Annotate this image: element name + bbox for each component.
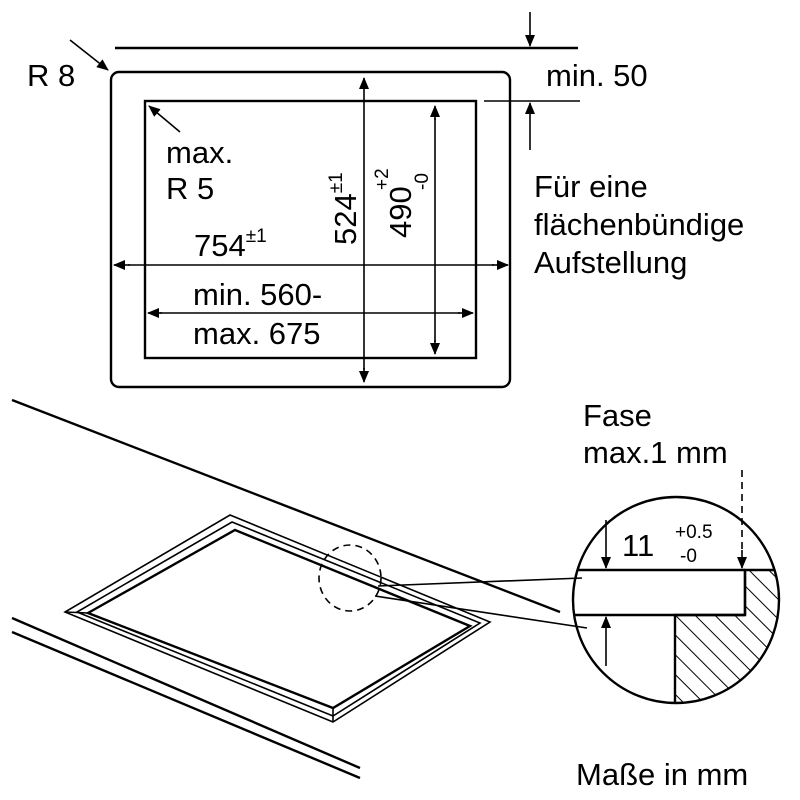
width-label: 754±1 bbox=[194, 226, 267, 263]
note-line2: flächenbündige bbox=[534, 207, 744, 242]
perspective-view bbox=[11, 398, 588, 780]
min-margin-label: min. 50 bbox=[546, 58, 648, 93]
top-view: R 8 max. R 5 524±1 490 +2 -0 754±1 min. … bbox=[27, 12, 744, 389]
outer-recess-outline bbox=[109, 70, 512, 389]
inner-radius-leader bbox=[148, 105, 181, 133]
worktop-front-edge-lower bbox=[11, 630, 361, 780]
section-detail: 11 +0.5 -0 Fase max.1 mm bbox=[571, 398, 781, 705]
chamfer-label-line2: max.1 mm bbox=[583, 435, 728, 470]
chamfer-label-line1: Fase bbox=[583, 398, 652, 433]
width-tolerance: ±1 bbox=[246, 226, 267, 247]
inner-depth-label: 490 bbox=[383, 186, 418, 238]
inner-depth-tol-plus: +2 bbox=[372, 168, 393, 190]
step-tol-plus: +0.5 bbox=[675, 522, 713, 543]
cutout-outline bbox=[143, 99, 478, 360]
inner-depth-tol-minus: -0 bbox=[412, 173, 433, 190]
step-tol-minus: -0 bbox=[680, 546, 697, 567]
inner-radius-label-line1: max. bbox=[166, 135, 233, 170]
width-value: 754 bbox=[194, 228, 246, 263]
depth-value: 524 bbox=[328, 193, 363, 245]
cutout-label-line2: max. 675 bbox=[193, 316, 321, 351]
note-line1: Für eine bbox=[534, 169, 648, 204]
inner-radius-label-line2: R 5 bbox=[166, 171, 214, 206]
recess-outer-outline bbox=[63, 514, 492, 723]
outer-radius-leader bbox=[69, 39, 109, 71]
detail-leader-top bbox=[377, 577, 583, 587]
note-line3: Aufstellung bbox=[534, 245, 687, 280]
outer-radius-label: R 8 bbox=[27, 58, 75, 93]
cooktop-glass-outline bbox=[85, 528, 473, 710]
recess-edge-left bbox=[64, 611, 89, 614]
detail-circle bbox=[571, 495, 781, 705]
worktop-front-edge-upper bbox=[11, 616, 361, 770]
depth-tolerance: ±1 bbox=[326, 172, 347, 193]
step-value: 11 bbox=[622, 528, 654, 563]
worktop-back-edge bbox=[11, 398, 561, 614]
detail-marker-circle bbox=[318, 544, 382, 612]
worktop-section-hatch bbox=[673, 568, 779, 703]
cutout-label-line1: min. 560- bbox=[193, 277, 322, 312]
depth-label: 524±1 bbox=[326, 172, 363, 245]
detail-leader-bottom bbox=[374, 595, 588, 629]
units-note: Maße in mm bbox=[576, 757, 748, 792]
